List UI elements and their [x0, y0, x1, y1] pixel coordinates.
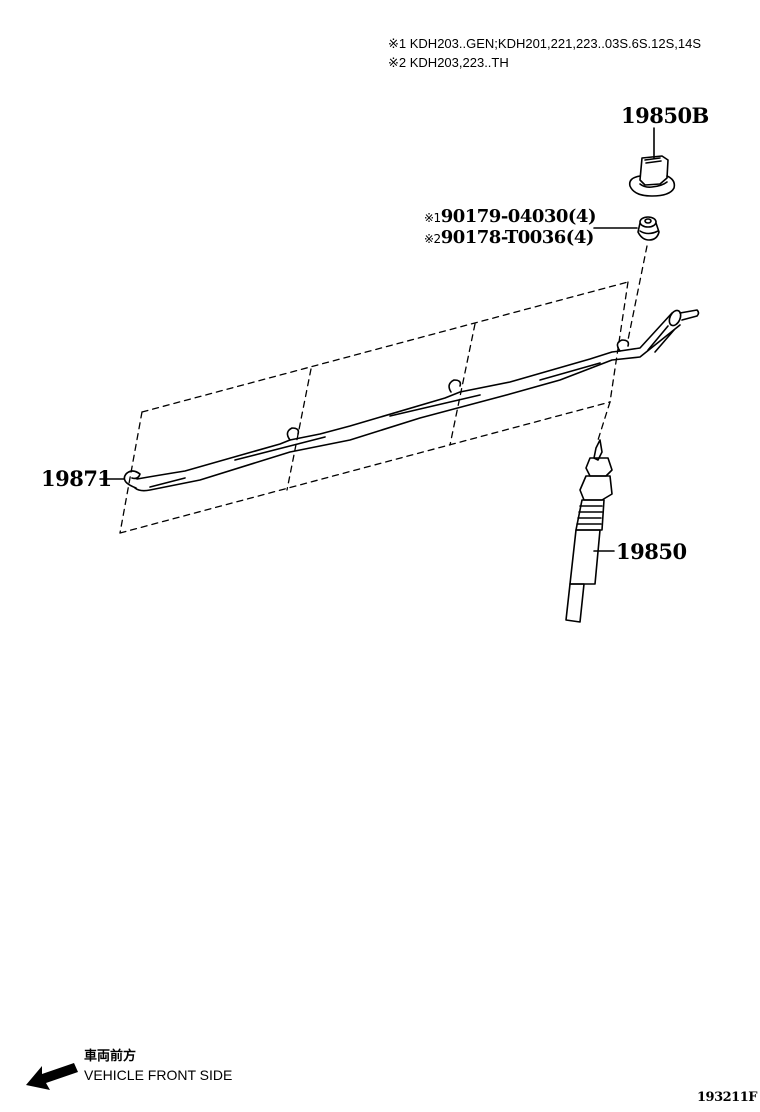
glow-plug-icon [565, 439, 613, 623]
connector-boot-icon [628, 155, 676, 197]
hook-4 [616, 339, 630, 352]
nut-part-1-number[interactable]: 90179-04030(4) [440, 206, 597, 227]
assembly-guide-lines [119, 245, 648, 534]
nut-part-1-mark: ※1 [424, 211, 441, 225]
note-1-text: KDH203..GEN;KDH201,221,223..03S.6S.12S,1… [409, 36, 701, 51]
applicability-notes: ※1 KDH203..GEN;KDH201,221,223..03S.6S.12… [388, 34, 701, 72]
note-2-text: KDH203,223..TH [409, 55, 509, 70]
part-number-19871[interactable]: 19871 [41, 466, 112, 491]
note-2-mark: ※2 [388, 55, 407, 70]
vehicle-front-label: 車両前方 VEHICLE FRONT SIDE [84, 1048, 232, 1084]
note-1-mark: ※1 [388, 36, 407, 51]
illustration-id: 193211F [697, 1090, 758, 1105]
nut-part-1[interactable]: ※190179-04030(4) [424, 207, 596, 228]
nut-part-2-number[interactable]: 90178-T0036(4) [440, 227, 595, 248]
hook-1 [123, 470, 141, 489]
hook-3 [448, 379, 462, 393]
note-2: ※2 KDH203,223..TH [388, 53, 701, 72]
hook-2 [286, 427, 300, 441]
nut-part-2[interactable]: ※290178-T0036(4) [424, 228, 596, 249]
part-number-19850b[interactable]: 19850B [621, 103, 709, 128]
vehicle-front-label-en: VEHICLE FRONT SIDE [84, 1067, 233, 1083]
vehicle-front-arrow-icon [26, 1063, 78, 1090]
vehicle-front-label-jp: 車両前方 [84, 1049, 137, 1064]
nut-part-numbers: ※190179-04030(4) ※290178-T0036(4) [424, 207, 596, 249]
nut-part-2-mark: ※2 [424, 232, 441, 246]
connector-bar-icon [123, 309, 700, 492]
note-1: ※1 KDH203..GEN;KDH201,221,223..03S.6S.12… [388, 34, 701, 53]
nut-icon [637, 216, 660, 241]
part-number-19850[interactable]: 19850 [616, 539, 687, 564]
